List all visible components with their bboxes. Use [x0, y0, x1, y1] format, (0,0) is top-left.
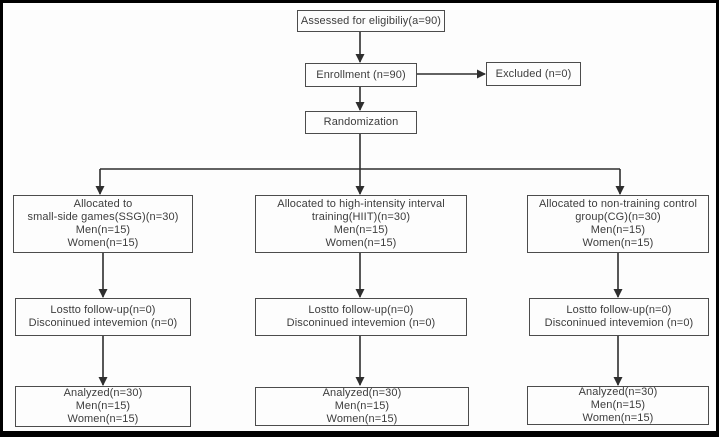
node-analyzed-ssg: Analyzed(n=30) Men(n=15) Women(n=15) — [15, 386, 191, 427]
node-text: group(CG)(n=30) — [575, 211, 661, 223]
node-text: training(HIIT)(n=30) — [311, 211, 411, 223]
node-text: small-side games(SSG)(n=30) — [27, 211, 179, 223]
node-text: Women(n=15) — [582, 412, 654, 424]
node-text: Men(n=15) — [590, 224, 646, 236]
node-followup-cg: Lostto follow-up(n=0) Disconinued inteve… — [529, 298, 709, 336]
node-text: Allocated to high-intensity interval — [277, 198, 445, 210]
node-text: Allocated to non-training control — [538, 198, 697, 210]
node-allocated-hiit: Allocated to high-intensity interval tra… — [255, 195, 467, 253]
node-text: Men(n=15) — [75, 400, 131, 412]
node-text: Women(n=15) — [67, 237, 139, 249]
node-text: Men(n=15) — [333, 224, 389, 236]
node-text: Analyzed(n=30) — [63, 387, 143, 399]
node-text: Men(n=15) — [334, 400, 390, 412]
node-excluded: Excluded (n=0) — [486, 62, 581, 86]
node-text: Men(n=15) — [590, 399, 646, 411]
node-followup-hiit: Lostto follow-up(n=0) Disconinued inteve… — [255, 298, 467, 336]
node-text: Analyzed(n=30) — [322, 387, 402, 399]
node-text: Women(n=15) — [67, 413, 139, 425]
node-text: Disconinued intevemion (n=0) — [544, 317, 694, 329]
node-text: Excluded (n=0) — [495, 67, 572, 80]
node-enrollment: Enrollment (n=90) — [305, 63, 417, 87]
node-text: Randomization — [323, 116, 399, 128]
connector-arrows — [95, 32, 625, 386]
node-text: Lostto follow-up(n=0) — [50, 304, 156, 316]
node-text: Women(n=15) — [325, 237, 397, 249]
node-text: Analyzed(n=30) — [578, 386, 658, 398]
node-text: Enrollment (n=90) — [316, 68, 406, 81]
node-text: Allocated to — [73, 198, 133, 210]
node-allocated-ssg: Allocated to small-side games(SSG)(n=30)… — [13, 195, 193, 253]
node-text: Lostto follow-up(n=0) — [566, 304, 672, 316]
node-text: Men(n=15) — [75, 224, 131, 236]
node-analyzed-cg: Analyzed(n=30) Men(n=15) Women(n=15) — [527, 386, 709, 425]
node-text: Women(n=15) — [582, 237, 654, 249]
node-text: Lostto follow-up(n=0) — [308, 304, 414, 316]
node-followup-ssg: Lostto follow-up(n=0) Disconinued inteve… — [15, 298, 191, 336]
node-text: Assessed for eligibiliy(a=90) — [300, 14, 442, 27]
node-analyzed-hiit: Analyzed(n=30) Men(n=15) Women(n=15) — [255, 387, 469, 426]
node-text: Women(n=15) — [326, 413, 398, 425]
node-allocated-cg: Allocated to non-training control group(… — [527, 195, 709, 253]
node-randomization: Randomization — [305, 111, 417, 134]
node-text: Disconinued intevemion (n=0) — [286, 317, 436, 329]
node-text: Disconinued intevemion (n=0) — [28, 317, 178, 329]
node-assessed-eligibility: Assessed for eligibiliy(a=90) — [297, 10, 445, 32]
